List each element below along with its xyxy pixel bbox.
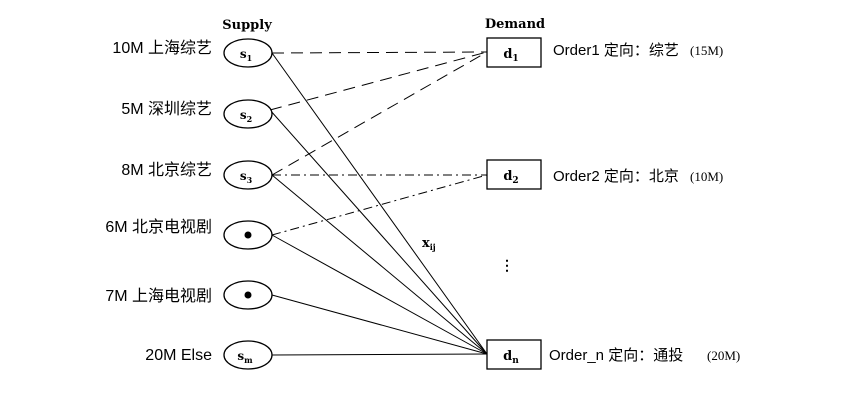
- supply-node-circle: [223, 38, 273, 68]
- edge-solid: [271, 353, 488, 356]
- edge-dashed: [269, 51, 488, 111]
- edge-label-xij: xij: [422, 236, 436, 252]
- demand-node-2: d2 Order2 定向：北京 (10M): [486, 159, 723, 190]
- demand-node-box: [486, 159, 542, 190]
- edge-dashed: [271, 51, 488, 176]
- supply-label: 5M 深圳综艺: [121, 100, 212, 118]
- edge-solid: [271, 234, 488, 355]
- demand-node-symbol: d1: [503, 47, 518, 64]
- order-label: Order_n 定向：通投: [549, 347, 683, 364]
- demand-node-box: [486, 339, 542, 370]
- demand-header: Demand: [485, 17, 545, 32]
- supply-node-circle: [223, 99, 273, 129]
- supply-node-5: 7M 上海电视剧: [105, 280, 273, 310]
- supply-node-symbol: s1: [240, 47, 252, 63]
- supply-label: 8M 北京综艺: [121, 161, 212, 179]
- edge-dashed: [271, 51, 488, 54]
- supply-label: 6M 北京电视剧: [105, 218, 212, 236]
- demand-node-1: d1 Order1 定向：综艺 (15M): [486, 37, 723, 68]
- supply-node-symbol: s2: [240, 108, 252, 124]
- supply-node-circle: [223, 340, 273, 370]
- supply-label: 7M 上海电视剧: [105, 287, 212, 305]
- order-amount: (10M): [690, 169, 723, 184]
- order-amount: (20M): [707, 348, 740, 363]
- supply-node-symbol: s3: [240, 169, 253, 185]
- demand-node-box: [486, 37, 542, 68]
- order-amount: (15M): [690, 43, 723, 58]
- demand-node-n: dn Order_n 定向：通投 (20M): [486, 339, 740, 370]
- supply-node-m: 20M Else sm: [145, 340, 273, 370]
- supply-node-circle: [223, 160, 273, 190]
- order-label: Order2 定向：北京: [553, 168, 679, 185]
- edge-solid: [271, 294, 488, 355]
- supply-label: 20M Else: [145, 347, 212, 364]
- supply-node-3: 8M 北京综艺 s3: [121, 160, 273, 190]
- supply-node-2: 5M 深圳综艺 s2: [121, 99, 273, 129]
- edge-dash-dot: [271, 174, 488, 236]
- order-label: Order1 定向：综艺: [553, 42, 679, 59]
- supply-header: Supply: [222, 18, 272, 33]
- supply-node-dot: [244, 291, 252, 299]
- edge-solid: [271, 174, 488, 355]
- supply-node-4: 6M 北京电视剧: [105, 218, 273, 250]
- supply-node-symbol: sm: [237, 349, 253, 365]
- vertical-ellipsis: ⋮: [500, 258, 514, 274]
- supply-node-1: 10M 上海综艺 s1: [112, 38, 273, 68]
- edge-solid: [271, 52, 488, 355]
- edges-layer: [269, 51, 488, 356]
- supply-node-dot: [244, 231, 252, 239]
- edge-solid: [269, 109, 488, 355]
- demand-node-symbol: d2: [503, 169, 518, 186]
- demand-node-symbol: dn: [503, 349, 519, 366]
- supply-label: 10M 上海综艺: [112, 39, 212, 57]
